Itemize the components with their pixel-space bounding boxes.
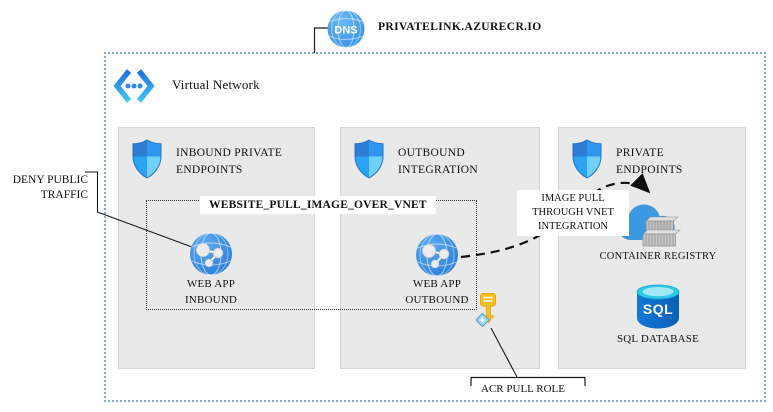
dns-zone-label: PRIVATELINK.AZURECR.IO [378,21,542,33]
security-shield-icon [572,139,602,179]
container-registry-label: CONTAINER REGISTRY [599,251,717,262]
dns-icon: DNS [327,10,365,48]
panel-inbound-private-endpoints: INBOUND PRIVATE ENDPOINTS [118,127,315,369]
container-registry-icon [618,204,681,247]
svg-text:SQL: SQL [643,301,673,317]
security-shield-icon [354,139,384,179]
web-app-outbound-label: WEB APP OUTBOUND [405,278,469,306]
web-app-outbound-icon [416,233,458,277]
virtual-network-title: Virtual Network [172,77,260,92]
web-app-inbound-icon [190,232,232,276]
panel-title-private-endpoints: PRIVATE ENDPOINTS [616,147,683,177]
panel-title-outbound: OUTBOUND INTEGRATION [398,147,478,177]
svg-text:DNS: DNS [334,25,357,37]
web-app-inbound-label: WEB APP INBOUND [184,278,238,306]
shipping-containers [642,216,681,247]
security-shield-icon [132,139,162,179]
rbac-key-icon [476,293,496,328]
acr-pull-role-label: ACR PULL ROLE [481,383,565,395]
sql-database-label: SQL DATABASE [616,333,700,345]
virtual-network-icon [113,69,155,103]
sql-database-icon: SQL [636,284,680,329]
image-pull-flow-label: IMAGE PULL THROUGH VNET INTEGRATION [517,190,629,236]
deny-public-traffic-label: DENY PUBLIC TRAFFIC [12,174,88,201]
website-pull-setting-label: WEBSITE_PULL_IMAGE_OVER_VNET [200,196,436,214]
panel-title-inbound: INBOUND PRIVATE ENDPOINTS [176,147,283,177]
